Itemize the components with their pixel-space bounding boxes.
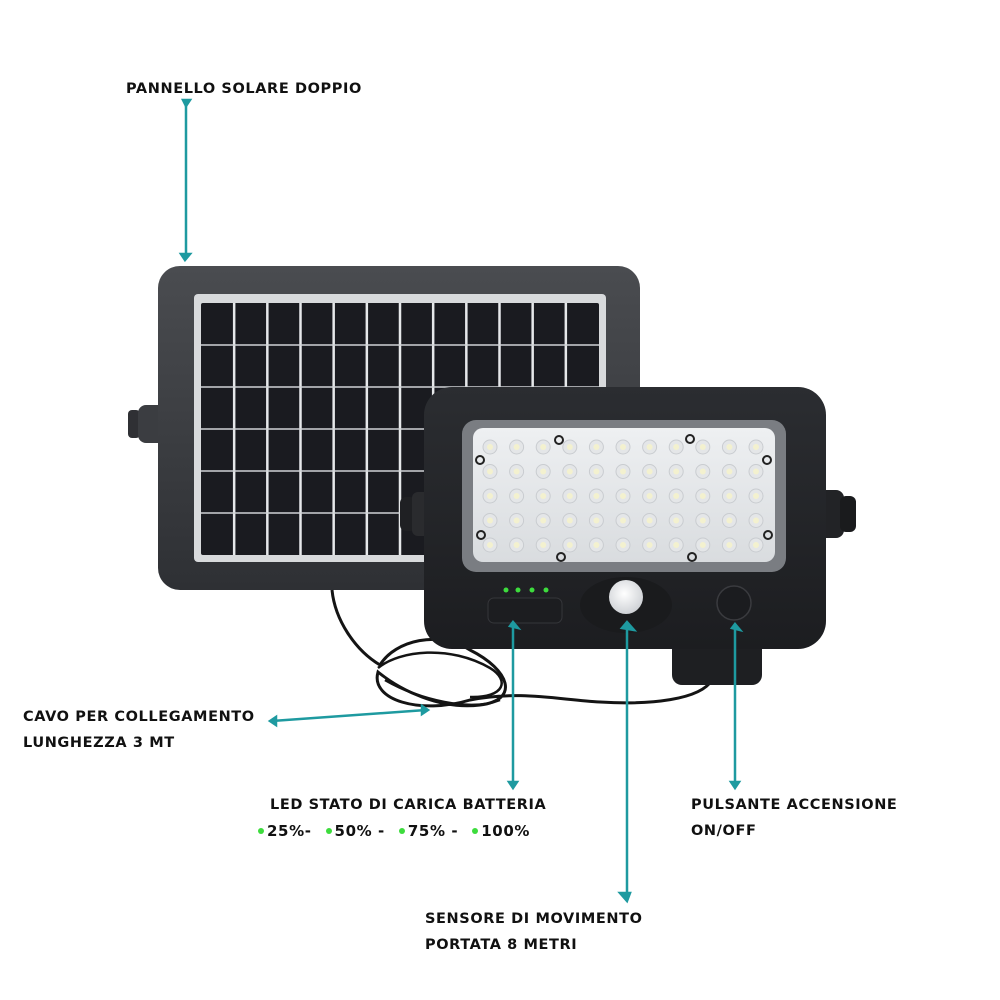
motion-sensor-label: SENSORE DI MOVIMENTO PORTATA 8 METRI (425, 906, 643, 958)
battery-level-50: 50% - (325, 818, 385, 844)
lens-screws (475, 434, 773, 562)
motion-sensor-label-line1: SENSORE DI MOVIMENTO (425, 911, 643, 927)
power-button-label-line2: ON/OFF (691, 823, 757, 839)
level-text: 50% - (334, 822, 385, 840)
solar-cell-grid (201, 303, 599, 555)
green-dot-icon (472, 828, 479, 834)
level-text: 100% (481, 822, 530, 840)
cable-label-line2: LUNGHEZZA 3 MT (23, 735, 175, 751)
battery-level-100: 100% (472, 818, 530, 844)
power-button-label: PULSANTE ACCENSIONE ON/OFF (691, 792, 897, 844)
callout-arrows (178, 98, 744, 904)
green-dot-icon (325, 828, 332, 834)
battery-led-title: LED STATO DI CARICA BATTERIA (270, 797, 547, 813)
battery-level-75: 75% - (398, 818, 459, 844)
battery-levels: 25%- 50% - 75% - 100% (258, 818, 546, 844)
green-dot-icon (398, 828, 405, 834)
flood-light (400, 387, 856, 685)
battery-led-label: LED STATO DI CARICA BATTERIA 25%- 50% - … (258, 792, 547, 844)
power-button-icon (716, 585, 752, 621)
level-text: 75% - (407, 822, 459, 840)
cable-label: CAVO PER COLLEGAMENTO LUNGHEZZA 3 MT (23, 704, 255, 756)
led-array (482, 439, 764, 553)
green-dot-icon (258, 828, 264, 834)
usb-port (487, 597, 563, 624)
battery-level-25: 25%- (258, 818, 312, 844)
power-button-label-line1: PULSANTE ACCENSIONE (691, 797, 898, 813)
solar-panel-label: PANNELLO SOLARE DOPPIO (126, 81, 362, 97)
motion-sensor-label-line2: PORTATA 8 METRI (425, 937, 578, 953)
level-text: 25%- (267, 822, 312, 840)
cable-label-line1: CAVO PER COLLEGAMENTO (23, 709, 255, 725)
battery-indicator-leds (503, 587, 549, 593)
connection-cable (330, 589, 714, 708)
motion-sensor-icon (609, 580, 643, 614)
